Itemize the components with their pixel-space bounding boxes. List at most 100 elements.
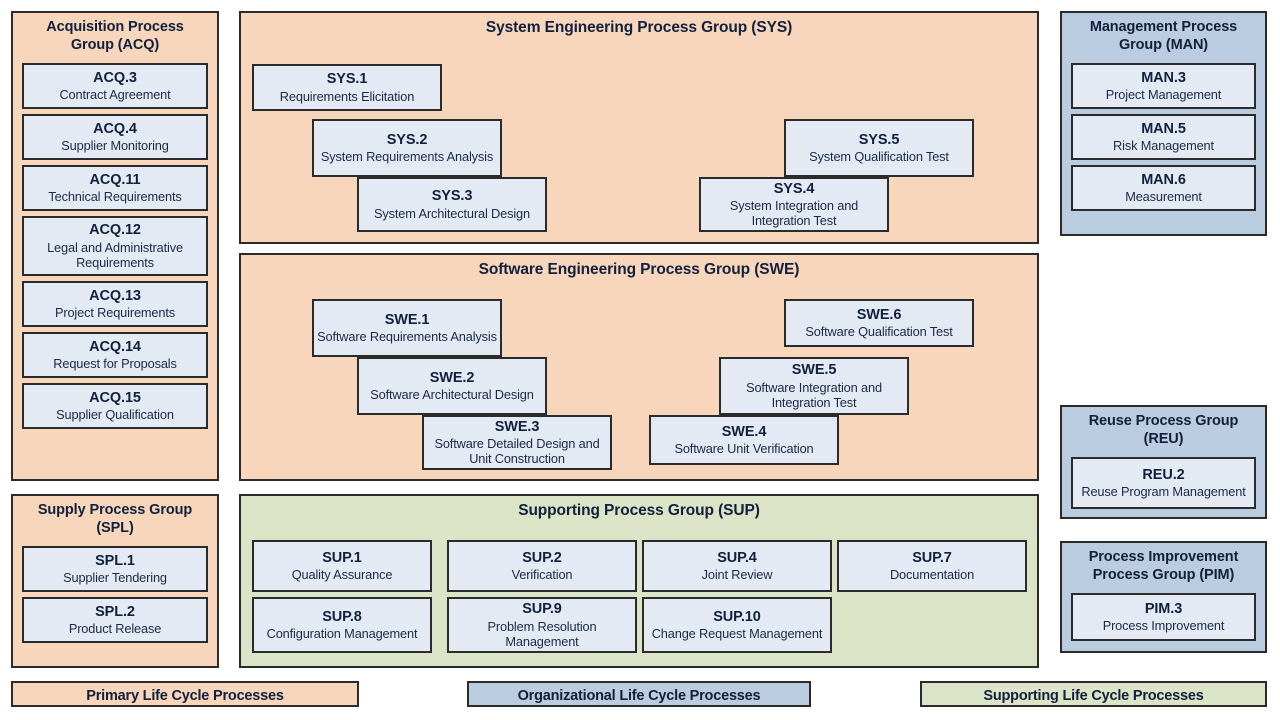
process-id: SUP.10	[713, 608, 761, 625]
process-id: SYS.2	[386, 131, 428, 148]
process-name: Software Integration and Integration Tes…	[746, 379, 882, 410]
process-box-man-6[interactable]: MAN.6 Measurement	[1071, 165, 1256, 212]
process-id: SWE.5	[791, 362, 837, 379]
process-id: SYS.4	[773, 180, 815, 197]
process-id: ACQ.12	[89, 222, 141, 239]
process-id: SUP.9	[522, 601, 562, 618]
process-name: Project Management	[1105, 87, 1222, 103]
process-name: Request for Proposals	[53, 356, 177, 372]
group-panel-swe: Software Engineering Process Group (SWE)…	[239, 253, 1039, 481]
process-id: ACQ.14	[89, 339, 141, 355]
group-title-reu: Reuse Process Group (REU)	[1088, 413, 1239, 448]
process-name: Software Qualification Test	[805, 324, 953, 340]
process-id: SUP.1	[322, 549, 362, 566]
process-box-sys-1[interactable]: SYS.1 Requirements Elicitation	[252, 64, 442, 111]
process-id: ACQ.3	[93, 70, 137, 86]
process-name: Verification	[511, 567, 573, 583]
process-box-sup-7[interactable]: SUP.7 Documentation	[837, 540, 1027, 592]
process-box-acq-13[interactable]: ACQ.13 Project Requirements	[22, 281, 208, 328]
process-name: Documentation	[889, 567, 975, 583]
process-id: SPL.1	[95, 553, 135, 569]
process-name: Measurement	[1125, 189, 1202, 205]
group-title-spl: Supply Process Group (SPL)	[37, 502, 193, 537]
process-id: SWE.3	[494, 418, 540, 435]
process-box-spl-1[interactable]: SPL.1 Supplier Tendering	[22, 546, 208, 593]
process-id: SPL.2	[95, 604, 135, 620]
process-box-sys-2[interactable]: SYS.2 System Requirements Analysis	[312, 119, 502, 177]
process-id: ACQ.4	[93, 121, 137, 137]
process-name: Supplier Tendering	[63, 570, 167, 586]
process-box-acq-15[interactable]: ACQ.15 Supplier Qualification	[22, 383, 208, 430]
group-title-acq: Acquisition Process Group (ACQ)	[46, 19, 184, 54]
process-box-acq-14[interactable]: ACQ.14 Request for Proposals	[22, 332, 208, 379]
process-box-sys-5[interactable]: SYS.5 System Qualification Test	[784, 119, 974, 177]
process-box-man-5[interactable]: MAN.5 Risk Management	[1071, 114, 1256, 161]
process-box-acq-3[interactable]: ACQ.3 Contract Agreement	[22, 63, 208, 110]
group-title-pim: Process Improvement Process Group (PIM)	[1088, 549, 1239, 584]
process-id: SYS.5	[858, 131, 900, 148]
process-name: System Architectural Design	[374, 205, 530, 221]
process-id: SYS.3	[431, 188, 473, 205]
process-name: System Requirements Analysis	[320, 149, 494, 165]
process-id: SUP.7	[912, 549, 952, 566]
process-box-sup-2[interactable]: SUP.2 Verification	[447, 540, 637, 592]
group-panel-sys: System Engineering Process Group (SYS) S…	[239, 11, 1039, 244]
process-id: SUP.2	[522, 549, 562, 566]
process-name: Contract Agreement	[59, 87, 171, 103]
process-box-sup-10[interactable]: SUP.10 Change Request Management	[642, 597, 832, 653]
process-box-acq-11[interactable]: ACQ.11 Technical Requirements	[22, 165, 208, 212]
process-name: Software Requirements Analysis	[317, 329, 497, 345]
process-box-swe-4[interactable]: SWE.4 Software Unit Verification	[649, 415, 839, 465]
process-box-swe-3[interactable]: SWE.3 Software Detailed Design and Unit …	[422, 415, 612, 470]
process-box-sup-9[interactable]: SUP.9 Problem Resolution Management	[447, 597, 637, 653]
process-box-sup-4[interactable]: SUP.4 Joint Review	[642, 540, 832, 592]
process-name: Software Detailed Design and Unit Constr…	[434, 436, 600, 467]
process-name: Software Unit Verification	[674, 441, 814, 457]
process-id: MAN.3	[1141, 70, 1186, 86]
group-panel-spl: Supply Process Group (SPL) SPL.1 Supplie…	[11, 494, 219, 668]
process-name: Risk Management	[1113, 138, 1214, 154]
group-title-man: Management Process Group (MAN)	[1089, 19, 1238, 54]
process-id: MAN.6	[1141, 172, 1186, 188]
process-box-swe-5[interactable]: SWE.5 Software Integration and Integrati…	[719, 357, 909, 415]
process-name: Software Architectural Design	[370, 387, 534, 403]
process-name: Configuration Management	[266, 626, 418, 642]
process-box-acq-12[interactable]: ACQ.12 Legal and Administrative Requirem…	[22, 216, 208, 277]
process-box-swe-2[interactable]: SWE.2 Software Architectural Design	[357, 357, 547, 415]
process-name: Problem Resolution Management	[487, 618, 597, 649]
process-id: SWE.4	[721, 423, 767, 440]
process-box-spl-2[interactable]: SPL.2 Product Release	[22, 597, 208, 644]
legend-item-primary: Primary Life Cycle Processes	[11, 681, 359, 707]
group-title-swe: Software Engineering Process Group (SWE)	[478, 261, 800, 278]
process-id: REU.2	[1142, 466, 1185, 483]
process-box-sup-8[interactable]: SUP.8 Configuration Management	[252, 597, 432, 653]
process-box-pim-3[interactable]: PIM.3 Process Improvement	[1071, 593, 1256, 642]
process-id: PIM.3	[1144, 601, 1183, 617]
process-box-sys-4[interactable]: SYS.4 System Integration and Integration…	[699, 177, 889, 232]
process-id: SWE.1	[384, 311, 430, 328]
process-box-man-3[interactable]: MAN.3 Project Management	[1071, 63, 1256, 110]
group-title-sup: Supporting Process Group (SUP)	[518, 502, 760, 519]
process-id: SWE.2	[429, 369, 475, 386]
process-box-reu-2[interactable]: REU.2 Reuse Program Management	[1071, 457, 1256, 509]
process-name: Reuse Program Management	[1081, 484, 1246, 500]
process-name: System Integration and Integration Test	[729, 198, 859, 229]
process-id: ACQ.13	[89, 288, 141, 304]
process-box-acq-4[interactable]: ACQ.4 Supplier Monitoring	[22, 114, 208, 161]
process-name: Legal and Administrative Requirements	[47, 239, 183, 270]
process-name: Requirements Elicitation	[279, 88, 415, 104]
process-box-sup-1[interactable]: SUP.1 Quality Assurance	[252, 540, 432, 592]
process-box-swe-1[interactable]: SWE.1 Software Requirements Analysis	[312, 299, 502, 357]
process-name: Product Release	[68, 621, 162, 637]
process-box-swe-6[interactable]: SWE.6 Software Qualification Test	[784, 299, 974, 347]
group-panel-acq: Acquisition Process Group (ACQ) ACQ.3 Co…	[11, 11, 219, 481]
process-name: Process Improvement	[1102, 618, 1225, 634]
process-name: Supplier Qualification	[56, 407, 174, 423]
process-id: SWE.6	[856, 306, 902, 323]
process-id: SYS.1	[326, 71, 368, 88]
group-panel-pim: Process Improvement Process Group (PIM) …	[1060, 541, 1267, 653]
process-id: MAN.5	[1141, 121, 1186, 137]
process-box-sys-3[interactable]: SYS.3 System Architectural Design	[357, 177, 547, 232]
process-name: Technical Requirements	[48, 189, 182, 205]
